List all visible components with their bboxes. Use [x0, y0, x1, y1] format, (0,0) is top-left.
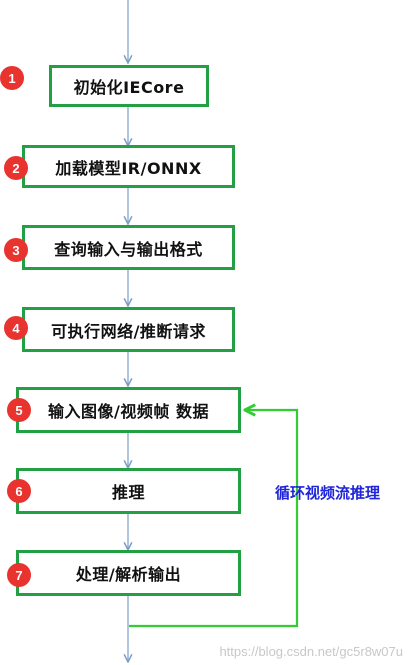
step-label: 处理/解析输出	[75, 565, 182, 584]
step-init-iecore: 初始化IECore	[49, 65, 209, 107]
step-exec-network: 可执行网络/推断请求	[22, 307, 235, 352]
step-process-output: 处理/解析输出	[16, 550, 241, 596]
loop-arrow	[129, 410, 299, 628]
watermark: https://blog.csdn.net/gc5r8w07u	[219, 644, 403, 659]
step-number-badge-3: 3	[4, 238, 28, 262]
step-number-badge-7: 7	[7, 563, 31, 587]
step-number-badge-1: 1	[0, 66, 24, 90]
step-input-data: 输入图像/视频帧 数据	[16, 387, 241, 433]
step-label: 输入图像/视频帧 数据	[48, 402, 209, 421]
step-number-badge-4: 4	[4, 316, 28, 340]
loop-label: 循环视频流推理	[275, 484, 381, 502]
step-number-badge-6: 6	[7, 479, 31, 503]
step-label: 加载模型IR/ONNX	[55, 158, 202, 178]
step-number-badge-2: 2	[4, 156, 28, 180]
step-inference: 推理	[16, 468, 241, 514]
step-query-io: 查询输入与输出格式	[22, 225, 235, 270]
step-label: 可执行网络/推断请求	[51, 321, 206, 341]
step-number-badge-5: 5	[7, 398, 31, 422]
step-label: 推理	[111, 483, 145, 502]
step-label: 查询输入与输出格式	[54, 239, 203, 259]
step-load-model: 加载模型IR/ONNX	[22, 145, 235, 188]
step-label: 初始化IECore	[73, 78, 185, 97]
